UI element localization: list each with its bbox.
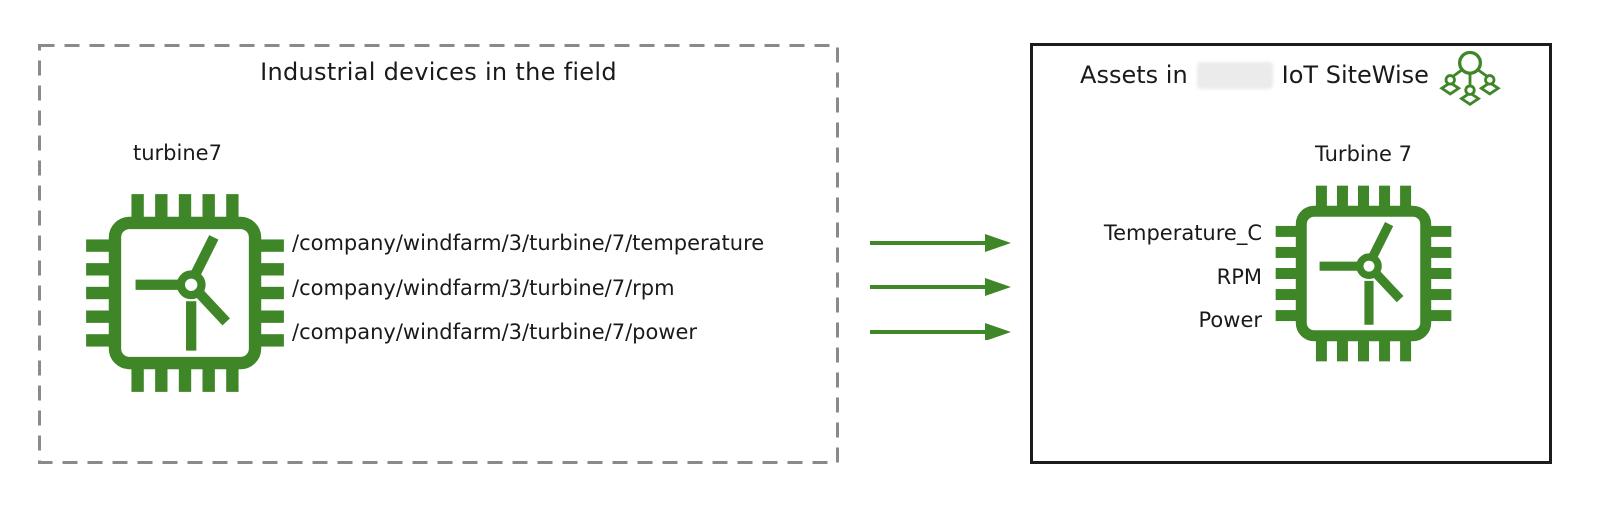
mqtt-topic: /company/windfarm/3/turbine/7/temperatur… xyxy=(292,231,765,255)
asset-hierarchy-icon xyxy=(1439,50,1501,106)
turbine-chip-icon xyxy=(1275,185,1452,362)
title-prefix: Assets in xyxy=(1080,61,1188,89)
mqtt-topic: /company/windfarm/3/turbine/7/rpm xyxy=(292,276,675,300)
turbine-chip-icon xyxy=(86,194,284,392)
chip-pins xyxy=(1275,185,1452,362)
flow-arrow xyxy=(870,323,1011,340)
sitewise-panel: Assets in IoT SiteWise Turbine 7 xyxy=(1030,43,1552,464)
asset-property: RPM xyxy=(1216,265,1262,289)
field-panel: Industrial devices in the field turbine7… xyxy=(38,44,839,464)
mqtt-topic: /company/windfarm/3/turbine/7/power xyxy=(292,320,698,344)
sitewise-panel-title: Assets in IoT SiteWise xyxy=(1033,50,1549,106)
flow-arrows xyxy=(870,234,1011,340)
field-panel-title: Industrial devices in the field xyxy=(260,58,617,86)
field-panel-border xyxy=(38,44,839,464)
device-name-label: turbine7 xyxy=(133,141,222,165)
redacted-text xyxy=(1196,61,1273,89)
asset-property: Power xyxy=(1198,308,1263,332)
flow-arrow xyxy=(870,234,1011,252)
flow-arrow xyxy=(870,278,1011,296)
asset-property: Temperature_C xyxy=(1103,221,1262,245)
title-suffix: IoT SiteWise xyxy=(1281,61,1429,89)
asset-name-label: Turbine 7 xyxy=(1314,142,1412,166)
